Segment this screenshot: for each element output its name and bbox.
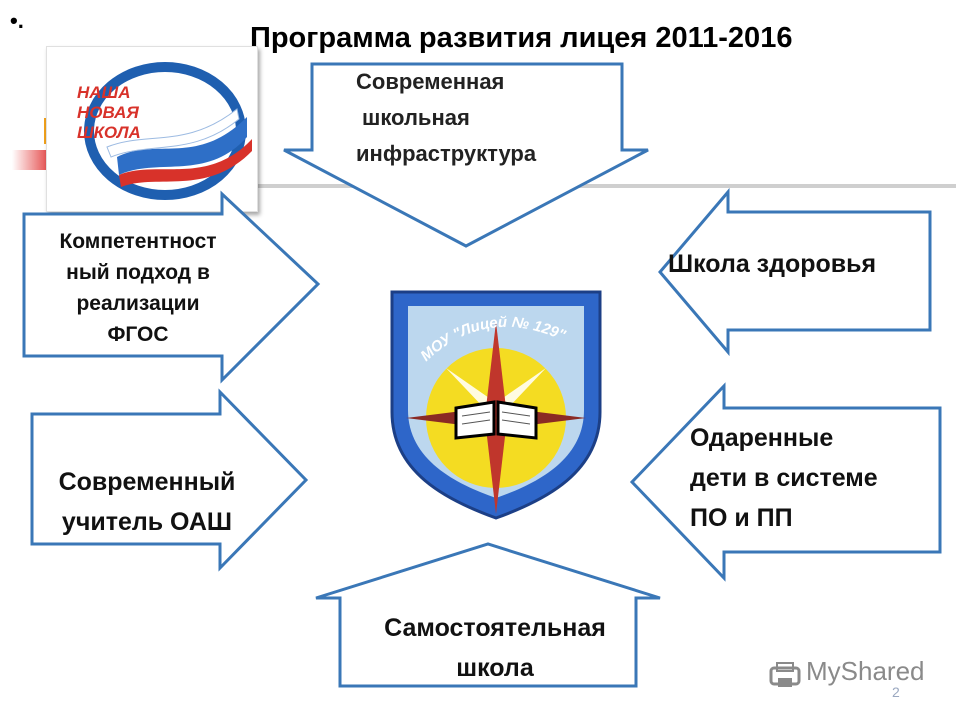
arrow-left-upper-label: Компетентност ный подход в реализации ФГ… — [59, 230, 217, 346]
arrow-left-lower — [30, 388, 309, 572]
arrow-bottom-label: Самостоятельная школа — [384, 614, 606, 682]
myshared-printer-icon — [769, 662, 801, 687]
arrow-top-label: Современная школьная инфраструктура — [356, 69, 537, 166]
nasha-novaya-shkola-logo: НАША НОВАЯ ШКОЛА — [46, 46, 258, 212]
arrow-right-upper-label: Школа здоровья — [668, 250, 877, 278]
arrow-right-lower — [629, 382, 942, 582]
page-title: Программа развития лицея 2011-2016 — [250, 22, 793, 54]
header-rule — [256, 184, 956, 188]
arrow-bottom — [315, 542, 661, 688]
arrow-right-upper — [658, 187, 932, 357]
arrow-left-upper — [22, 190, 321, 384]
lyceum-crest: МОУ "Лицей № 129" — [390, 290, 602, 520]
arrow-top — [283, 62, 649, 248]
arrow-right-lower-label: Одаренные дети в системе ПО и ПП — [690, 424, 878, 532]
myshared-watermark: MyShared — [806, 656, 925, 686]
bullet-mark: •. — [10, 8, 24, 33]
page-number: 2 — [892, 684, 900, 700]
logo-lettering: НАША НОВАЯ ШКОЛА — [77, 83, 141, 142]
arrow-left-lower-label: Современный учитель ОАШ — [58, 468, 236, 536]
red-stripe — [12, 150, 52, 170]
